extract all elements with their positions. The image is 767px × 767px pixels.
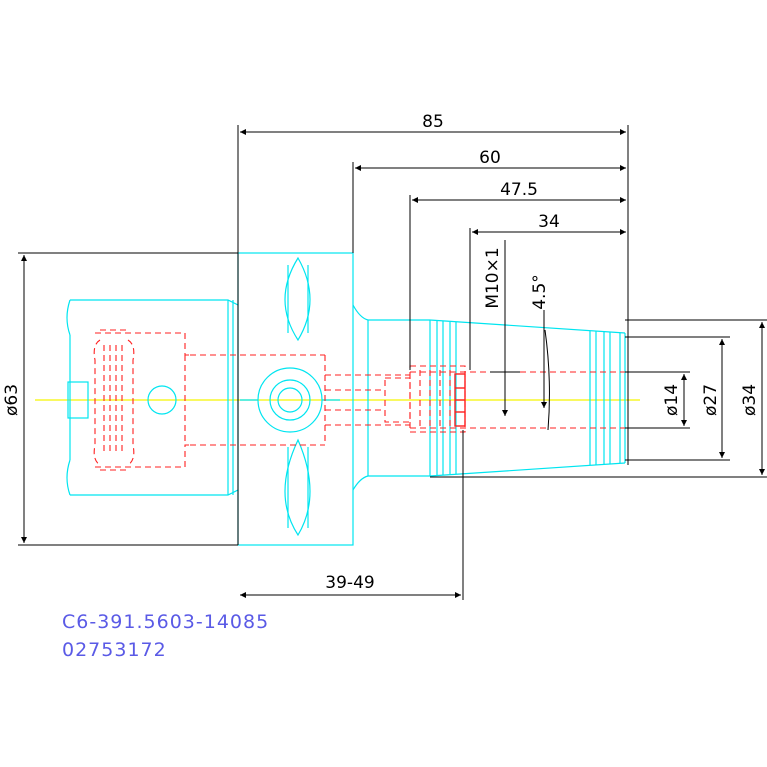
taper-angle-label: 4.5° — [530, 274, 550, 310]
dim-47-5-label: 47.5 — [500, 180, 538, 200]
dia-27-label: ø27 — [701, 384, 721, 416]
hidden-lines — [93, 329, 625, 471]
thread-label: M10×1 — [483, 247, 503, 308]
dimension-lines — [18, 125, 767, 600]
dim-60-label: 60 — [479, 148, 501, 168]
order-code: 02753172 — [62, 639, 167, 661]
dia-14-label: ø14 — [662, 384, 682, 416]
dim-34-label: 34 — [538, 212, 560, 232]
tool-outline — [66, 252, 626, 546]
part-number: C6-391.5603-14085 — [62, 611, 269, 633]
dia-63-label: ø63 — [2, 384, 22, 416]
dim-85-label: 85 — [422, 112, 444, 132]
screw-detail — [454, 373, 466, 427]
dia-34-label: ø34 — [740, 384, 760, 416]
dim-39-49-label: 39-49 — [325, 573, 374, 593]
